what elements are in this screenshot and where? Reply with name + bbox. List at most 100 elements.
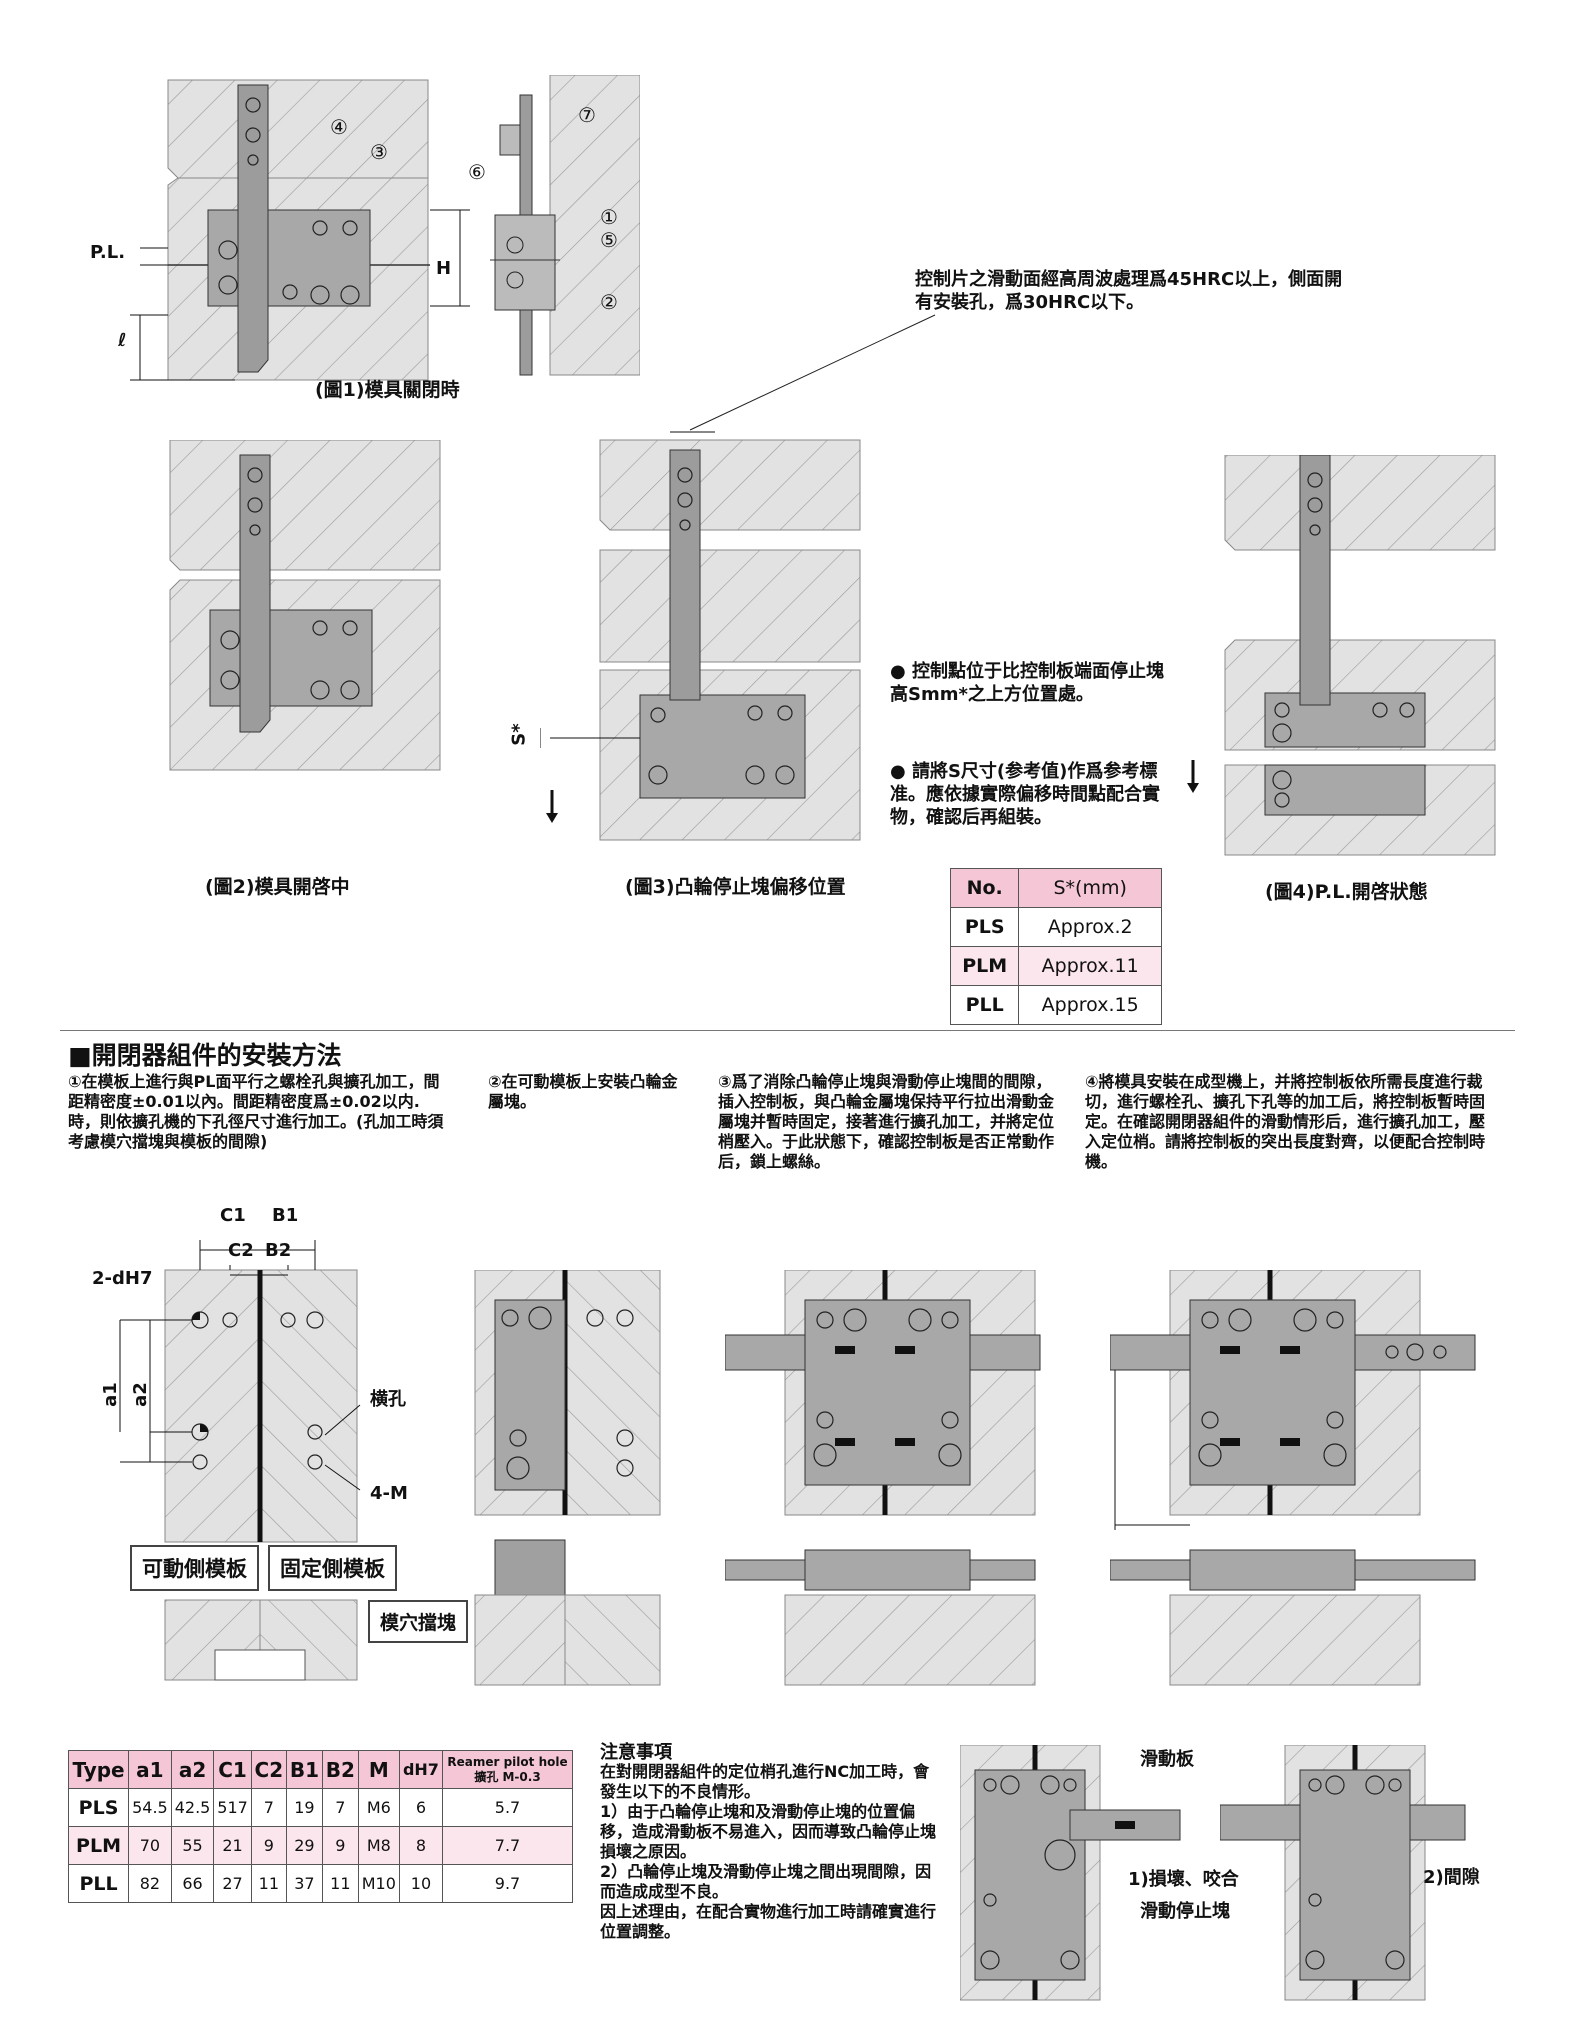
s-table-cell: Approx.15 [1018,985,1162,1025]
dim-cell: 8 [398,1826,444,1865]
dim-row-type: PLS [67,1788,130,1827]
dim-b1: B1 [272,1205,299,1226]
s-label: S* [508,723,530,746]
figure-4-pl-open [1187,455,1496,856]
dim-2-dh7: 2-dH7 [92,1268,153,1289]
reamer-hole-label: 横孔 [370,1389,406,1410]
dim-cell: 42.5 [170,1788,215,1827]
callout-4: ④ [330,115,348,139]
dim-a1: a1 [99,1382,121,1407]
callout-5: ⑤ [600,228,618,252]
pl-label: P.L. [90,242,126,263]
dim-cell: 11 [250,1864,287,1903]
dim-cell: 9 [250,1826,287,1865]
fixed-plate-label: 固定側模板 [268,1545,397,1591]
dim-header-m: M [357,1750,400,1789]
dim-header-c1: C1 [213,1750,252,1789]
dim-header-a1: a1 [128,1750,172,1789]
s-table-cell: PLS [949,907,1020,947]
step-4-text: ④將模具安裝在成型機上，并將控制板依所需長度進行裁切，進行螺栓孔、擴孔下孔等的加… [1085,1072,1486,1171]
caution-body: 在對開閉器組件的定位梢孔進行NC加工時，會發生以下的不良情形。 1）由于凸輪停止… [600,1762,937,1941]
step-1-text: ①在模板上進行與PL面平行之螺栓孔與擴孔加工，間距精密度±0.01以內。間距精密… [68,1072,444,1151]
s-table-cell: PLM [949,946,1020,986]
dim-cell: 11 [321,1864,359,1903]
l-label: ℓ [118,330,127,351]
dim-cell: 66 [170,1864,215,1903]
dim-header-type: Type [67,1750,130,1789]
bad-case-2-drawing [1220,1745,1466,2001]
dim-cell: M6 [357,1788,400,1827]
step-2-drawing [474,1270,661,1686]
callout-leader-line [689,314,936,431]
step-3-text: ③爲了消除凸輪停止塊與滑動停止塊間的間隙，插入控制板，與凸輪金屬塊保持平行拉出滑… [718,1072,1055,1171]
slide-stopper-label: 滑動停止塊 [1140,1901,1230,1922]
dim-cell: 5.7 [442,1788,573,1827]
dim-cell: 82 [128,1864,172,1903]
s-table-cell: Approx.11 [1018,946,1162,986]
dim-header-b2: B2 [321,1750,359,1789]
dim-header-dh7: dH7 [398,1750,444,1789]
note-s-dimension: ● 請將S尺寸(参考值)作爲参考標准。應依據實際偏移時間點配合實物，確認后再組裝… [890,761,1160,828]
caption-fig1: (圖1)模具關閉時 [315,379,460,401]
dim-cell: 54.5 [128,1788,172,1827]
callout-7: ⑦ [578,103,596,127]
callout-1: ① [600,205,618,229]
dim-header-b1: B1 [285,1750,323,1789]
callout-6: ⑥ [468,160,486,184]
dimension-table: Type a1 a2 C1 C2 B1 B2 M dH7 Reamer pilo… [67,1750,573,1903]
movable-plate-label: 可動側模板 [130,1545,259,1591]
callout-3: ③ [370,140,388,164]
dim-cell: 70 [128,1826,172,1865]
section-title: ■開閉器組件的安裝方法 [68,1041,342,1070]
dim-c2: C2 [228,1240,254,1261]
dim-cell: 7 [321,1788,359,1827]
dim-cell: 517 [213,1788,252,1827]
dim-cell: M8 [357,1826,400,1865]
divider [60,1030,1515,1031]
step-3-drawing [725,1270,1041,1686]
bad-case-1-drawing [960,1745,1181,2001]
cavity-stopper-label: 模穴擋塊 [368,1600,469,1643]
callout-hardness-note: 控制片之滑動面經高周波處理爲45HRC以上，側面開有安裝孔，爲30HRC以下。 [915,269,1343,313]
slide-plate-label: 滑動板 [1140,1749,1194,1770]
h-label: H [436,258,452,279]
caution-title: 注意事項 [600,1742,672,1763]
dim-row-type: PLL [67,1864,130,1903]
figure-1-side-view [490,75,640,376]
step-2-text: ②在可動模板上安裝凸輪金屬塊。 [488,1072,678,1111]
dim-cell: 55 [170,1826,215,1865]
caption-fig2: (圖2)模具開啓中 [205,876,350,898]
dim-a2: a2 [129,1382,151,1407]
gap-label: 2)間隙 [1423,1867,1480,1888]
dim-header-reamer: Reamer pilot hole 擴孔 M-0.3 [442,1750,573,1789]
damage-label: 1)損壞、咬合 [1128,1869,1239,1890]
dim-header-c2: C2 [250,1750,287,1789]
figure-2-mold-opening [169,440,441,771]
step-4-drawing [1110,1270,1476,1686]
dim-cell: M10 [357,1864,400,1903]
step-1-drawing [119,1240,361,1681]
caption-fig3: (圖3)凸輪停止塊偏移位置 [625,876,846,898]
callout-2: ② [600,290,618,314]
dim-cell: 6 [398,1788,444,1827]
dim-cell: 21 [213,1826,252,1865]
m4-label: 4-M [370,1483,408,1504]
dim-cell: 7.7 [442,1826,573,1865]
dim-cell: 9.7 [442,1864,573,1903]
s-table-cell: Approx.2 [1018,907,1162,947]
dim-cell: 10 [398,1864,444,1903]
dim-cell: 19 [285,1788,323,1827]
figure-1-mold-closed [130,79,470,381]
s-table-header-s: S*(mm) [1018,868,1162,908]
caption-fig4: (圖4)P.L.開啓狀態 [1265,881,1428,903]
dim-cell: 27 [213,1864,252,1903]
s-table-header-no: No. [949,868,1020,908]
s-table-cell: PLL [949,985,1020,1025]
note-control-point: ● 控制點位于比控制板端面停止塊高Smm*之上方位置處。 [890,661,1164,705]
dim-cell: 37 [285,1864,323,1903]
dim-cell: 7 [250,1788,287,1827]
dim-c1: C1 [220,1205,246,1226]
dim-b2: B2 [265,1240,292,1261]
dim-row-type: PLM [67,1826,130,1865]
